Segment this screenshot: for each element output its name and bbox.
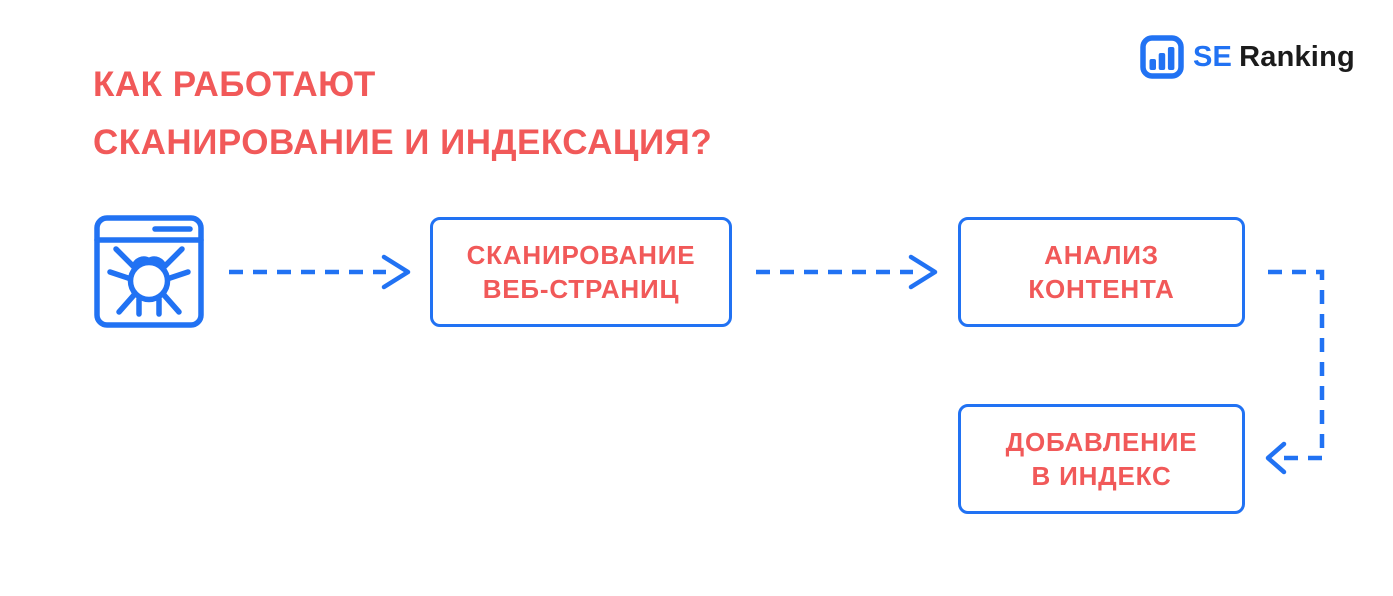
flow-node-crawling-line2: ВЕБ-СТРАНИЦ xyxy=(482,274,680,304)
logo-se-label: SE xyxy=(1193,40,1233,73)
se-ranking-logo: SE Ranking xyxy=(1140,34,1355,80)
page-title-line2: СКАНИРОВАНИЕ И ИНДЕКСАЦИЯ? xyxy=(93,123,713,162)
bug-body xyxy=(127,259,171,303)
arrow-crawler-to-crawling xyxy=(229,254,411,290)
flow-node-indexing: ДОБАВЛЕНИЕ В ИНДЕКС xyxy=(958,404,1245,514)
logo-text: SE Ranking xyxy=(1193,41,1355,74)
logo-bar-medium xyxy=(1158,53,1166,70)
dashed-elbow-line xyxy=(1268,269,1325,461)
arrow-crawling-to-analysis xyxy=(756,254,938,290)
logo-frame xyxy=(1140,35,1184,79)
flow-node-indexing-line1: ДОБАВЛЕНИЕ xyxy=(1005,427,1198,457)
arrowhead-right xyxy=(908,254,938,290)
browser-bug-icon xyxy=(94,215,204,328)
logo-ranking-label: Ranking xyxy=(1239,40,1355,73)
logo-bar-tall xyxy=(1167,47,1175,70)
arrowhead-left xyxy=(1265,441,1287,475)
bar-chart-logo-icon xyxy=(1140,35,1184,79)
flow-node-crawling: СКАНИРОВАНИЕ ВЕБ-СТРАНИЦ xyxy=(430,217,732,327)
flow-node-indexing-line2: В ИНДЕКС xyxy=(1031,461,1172,491)
browser-window-frame xyxy=(94,215,204,328)
page-title-line1: КАК РАБОТАЮТ xyxy=(93,65,376,104)
arrowhead-right xyxy=(381,254,411,290)
flow-node-analysis-line1: АНАЛИЗ xyxy=(1044,240,1159,270)
flow-node-analysis-line2: КОНТЕНТА xyxy=(1028,274,1175,304)
arrow-analysis-to-indexing xyxy=(1265,269,1325,475)
page-title: КАК РАБОТАЮТ СКАНИРОВАНИЕ И ИНДЕКСАЦИЯ? xyxy=(93,56,712,172)
flow-node-crawling-line1: СКАНИРОВАНИЕ xyxy=(466,240,696,270)
logo-bar-small xyxy=(1149,59,1156,70)
flow-node-analysis: АНАЛИЗ КОНТЕНТА xyxy=(958,217,1245,327)
bug-legs xyxy=(107,246,191,317)
